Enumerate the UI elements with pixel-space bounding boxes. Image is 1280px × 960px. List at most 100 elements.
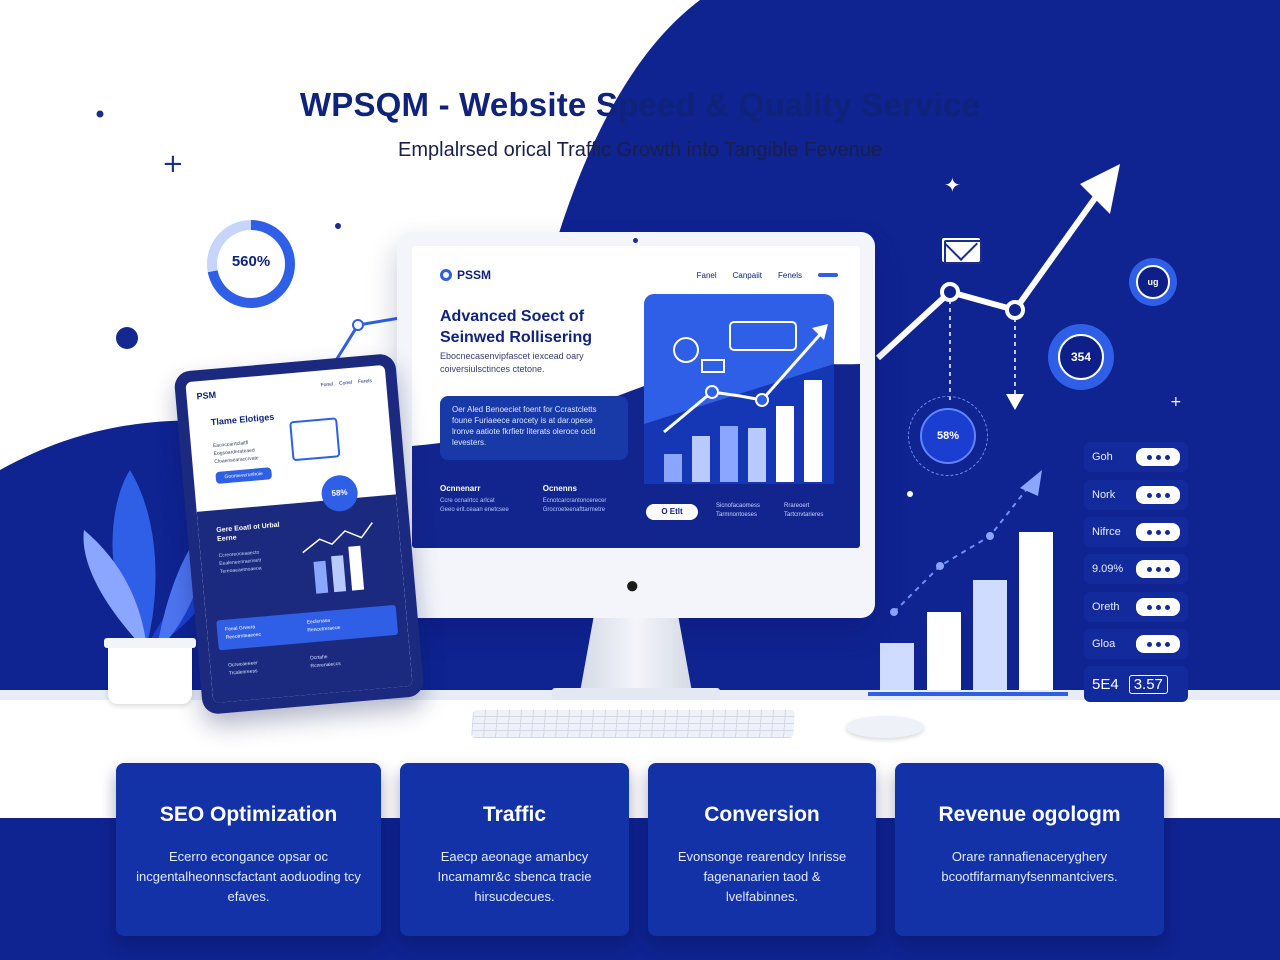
site-columns: Ocnnenarr Ccre ocnalrtcc arlcat Geeo eri… <box>440 484 606 515</box>
site-mini-text: Rrareoert Tartcnvtarieres <box>784 502 823 520</box>
svg-text:✦: ✦ <box>944 173 961 197</box>
apple-logo-icon: ● <box>625 572 640 599</box>
site-col-title: Ocnenns <box>542 484 577 493</box>
site-nav: PSSM Fanel Canpaiit Fenels <box>440 266 838 284</box>
stat-pill: Oreth <box>1084 592 1188 622</box>
site-col-line: Grocroeteenafttarmetre <box>542 507 606 513</box>
more-dots-icon[interactable] <box>1136 560 1180 578</box>
mini-text-line: Rrareoert <box>784 503 810 509</box>
site-nav-link-1[interactable]: Fanel <box>696 270 717 280</box>
more-dots-icon[interactable] <box>1136 598 1180 616</box>
stat-pill: Goh <box>1084 442 1188 472</box>
gear-icon: 354 <box>1048 324 1114 390</box>
feature-card-title: Traffic <box>482 803 547 826</box>
stat-label: Oreth <box>1092 601 1120 613</box>
tablet-foot-text: Ocrwcaeeeer Trcalenreess <box>228 659 259 678</box>
feature-card-revenue[interactable]: Revenue ogologm Orare rannafienacerygher… <box>895 763 1164 936</box>
tablet-panel-text: Feeal Grwera Reeotrnteaeeec <box>225 623 262 642</box>
stat-pill: Nork <box>1084 480 1188 510</box>
gear-label: 354 <box>1057 333 1105 381</box>
monitor-camera <box>633 238 638 243</box>
monitor-stand-base <box>552 688 720 700</box>
more-dots-icon[interactable] <box>1136 523 1180 541</box>
stat-label: 9.09% <box>1092 563 1124 575</box>
document-icon <box>289 417 341 462</box>
site-heading: Advanced Soect of Seinwed Rollisering <box>440 308 593 346</box>
feature-card-conversion[interactable]: Conversion Evonsonge rearendcy Inrisse f… <box>648 763 876 936</box>
feature-card-title: Conversion <box>704 803 820 826</box>
mail-icon <box>942 238 982 264</box>
site-col-line: Ecnotcarcrantoncerecer <box>542 498 607 504</box>
tablet-nav: Fonel Conel Ferels <box>320 378 372 388</box>
svg-text:+: + <box>162 149 184 179</box>
site-nav-link-2[interactable]: Canpaiit <box>732 270 762 280</box>
site-growth-illustration <box>644 294 834 484</box>
feature-card-title: SEO Optimization <box>159 803 338 826</box>
site-mini-button[interactable]: O Etlt <box>646 504 698 520</box>
feature-card-traffic[interactable]: Traffic Eaecp aeonage amanbcy Incamamr&c… <box>400 763 629 936</box>
tablet-cta-button[interactable]: Goomeverunhoie <box>215 467 273 485</box>
stat-label: Nifrce <box>1092 526 1121 538</box>
more-dots-icon[interactable] <box>1136 486 1180 504</box>
site-col-line: Geeo erit.ceaan enetcsee <box>440 507 509 513</box>
gear-label: ug <box>1136 265 1170 299</box>
stat-label: Goh <box>1092 451 1113 463</box>
mini-text-line: Tartcnvtarieres <box>784 512 824 518</box>
tablet-screen: PSM Fonel Conel Ferels Tlame Elotiges Ea… <box>185 364 413 704</box>
site-logo-text: PSSM <box>457 268 492 282</box>
site-info-card: Oer Aled Benoeciet foent for Ccrastclett… <box>440 396 628 460</box>
stat-summary: 5E4 3.57 <box>1084 666 1188 702</box>
more-dots-icon[interactable] <box>1136 448 1180 466</box>
tablet-bar-chart <box>302 522 373 594</box>
tablet-nav-link[interactable]: Fonel <box>320 381 334 389</box>
more-dots-icon[interactable] <box>1136 635 1180 653</box>
site-col-line: Ccre ocnalrtcc arlcat <box>440 498 495 504</box>
site-logo[interactable]: PSSM <box>440 268 491 282</box>
plant-pot <box>104 638 196 704</box>
tablet-device: PSM Fonel Conel Ferels Tlame Elotiges Ea… <box>173 352 425 716</box>
feature-card-title: Revenue ogologm <box>938 803 1121 826</box>
monitor-screen: PSSM Fanel Canpaiit Fenels Advanced Soec… <box>412 246 860 548</box>
percent-ring: 560% <box>207 220 295 308</box>
hero-subtitle: Emplalrsed orical Traffic Growth into Ta… <box>398 139 882 161</box>
growth-chart-icon <box>644 321 834 484</box>
percent-ring-value: 560% <box>231 253 271 270</box>
feature-card-desc: Ecerro econgance opsar oc incgentalheonn… <box>136 849 361 904</box>
site-nav-link-3[interactable]: Fenels <box>777 270 802 280</box>
stat-label: Nork <box>1092 489 1116 501</box>
tablet-foot-text: Ocrtahe Rcnrenaieccs <box>310 652 342 671</box>
tablet-nav-link[interactable]: Conel <box>338 379 353 387</box>
mini-text-line: Tarmnontoeses <box>716 512 758 518</box>
gear-icon: ug <box>1129 258 1177 306</box>
monitor-stand <box>580 618 692 692</box>
target-label: 58% <box>920 408 976 464</box>
stat-pill: Nifrce <box>1084 517 1188 547</box>
site-nav-button[interactable] <box>818 273 838 277</box>
target-circle-icon: 58% <box>908 396 988 476</box>
feature-card-desc: Eaecp aeonage amanbcy Incamamr&c sbenca … <box>437 849 592 904</box>
feature-card-desc: Evonsonge rearendcy Inrisse fagenanarien… <box>677 849 847 904</box>
stat-pill: 9.09% <box>1084 554 1188 584</box>
svg-text:+: + <box>1170 394 1182 410</box>
tablet-logo[interactable]: PSM <box>196 389 217 402</box>
site-mini-text: Sicnofacaomess Tarmnontoeses <box>716 502 760 520</box>
mini-text-line: Sicnofacaomess <box>716 503 761 509</box>
site-col-title: Ocnnenarr <box>440 484 481 493</box>
tablet-nav-link[interactable]: Ferels <box>357 378 373 386</box>
keyboard <box>471 710 795 738</box>
stat-pill: Gloa <box>1084 629 1188 659</box>
stat-summary-a: 5E4 <box>1092 675 1119 693</box>
stat-label: Gloa <box>1092 638 1116 650</box>
tablet-title: Tlame Elotiges <box>210 411 275 428</box>
stat-summary-b: 3.57 <box>1128 674 1168 694</box>
tablet-dark-lines: Ccreoreoceaaecto Eealeneenraensetr Tereo… <box>218 548 262 576</box>
feature-card-desc: Orare rannafienaceryghery bcootfifarmany… <box>941 849 1118 884</box>
logo-icon <box>440 269 452 281</box>
hero-title: WPSQM - Website Speed & Quality Service <box>299 86 981 123</box>
desktop-monitor: PSSM Fanel Canpaiit Fenels Advanced Soec… <box>397 232 875 618</box>
feature-card-seo[interactable]: SEO Optimization Ecerro econgance opsar … <box>116 763 381 936</box>
tablet-lines: Eacoccarrtclaitfl Eogsoarderateaed Cloae… <box>213 438 259 466</box>
tablet-panel-text: Eeclenasa Rencetreraeue <box>306 616 340 635</box>
site-description: Ebocnecasenvipfascet iexcead oary coiver… <box>440 351 584 374</box>
mouse <box>846 716 924 738</box>
